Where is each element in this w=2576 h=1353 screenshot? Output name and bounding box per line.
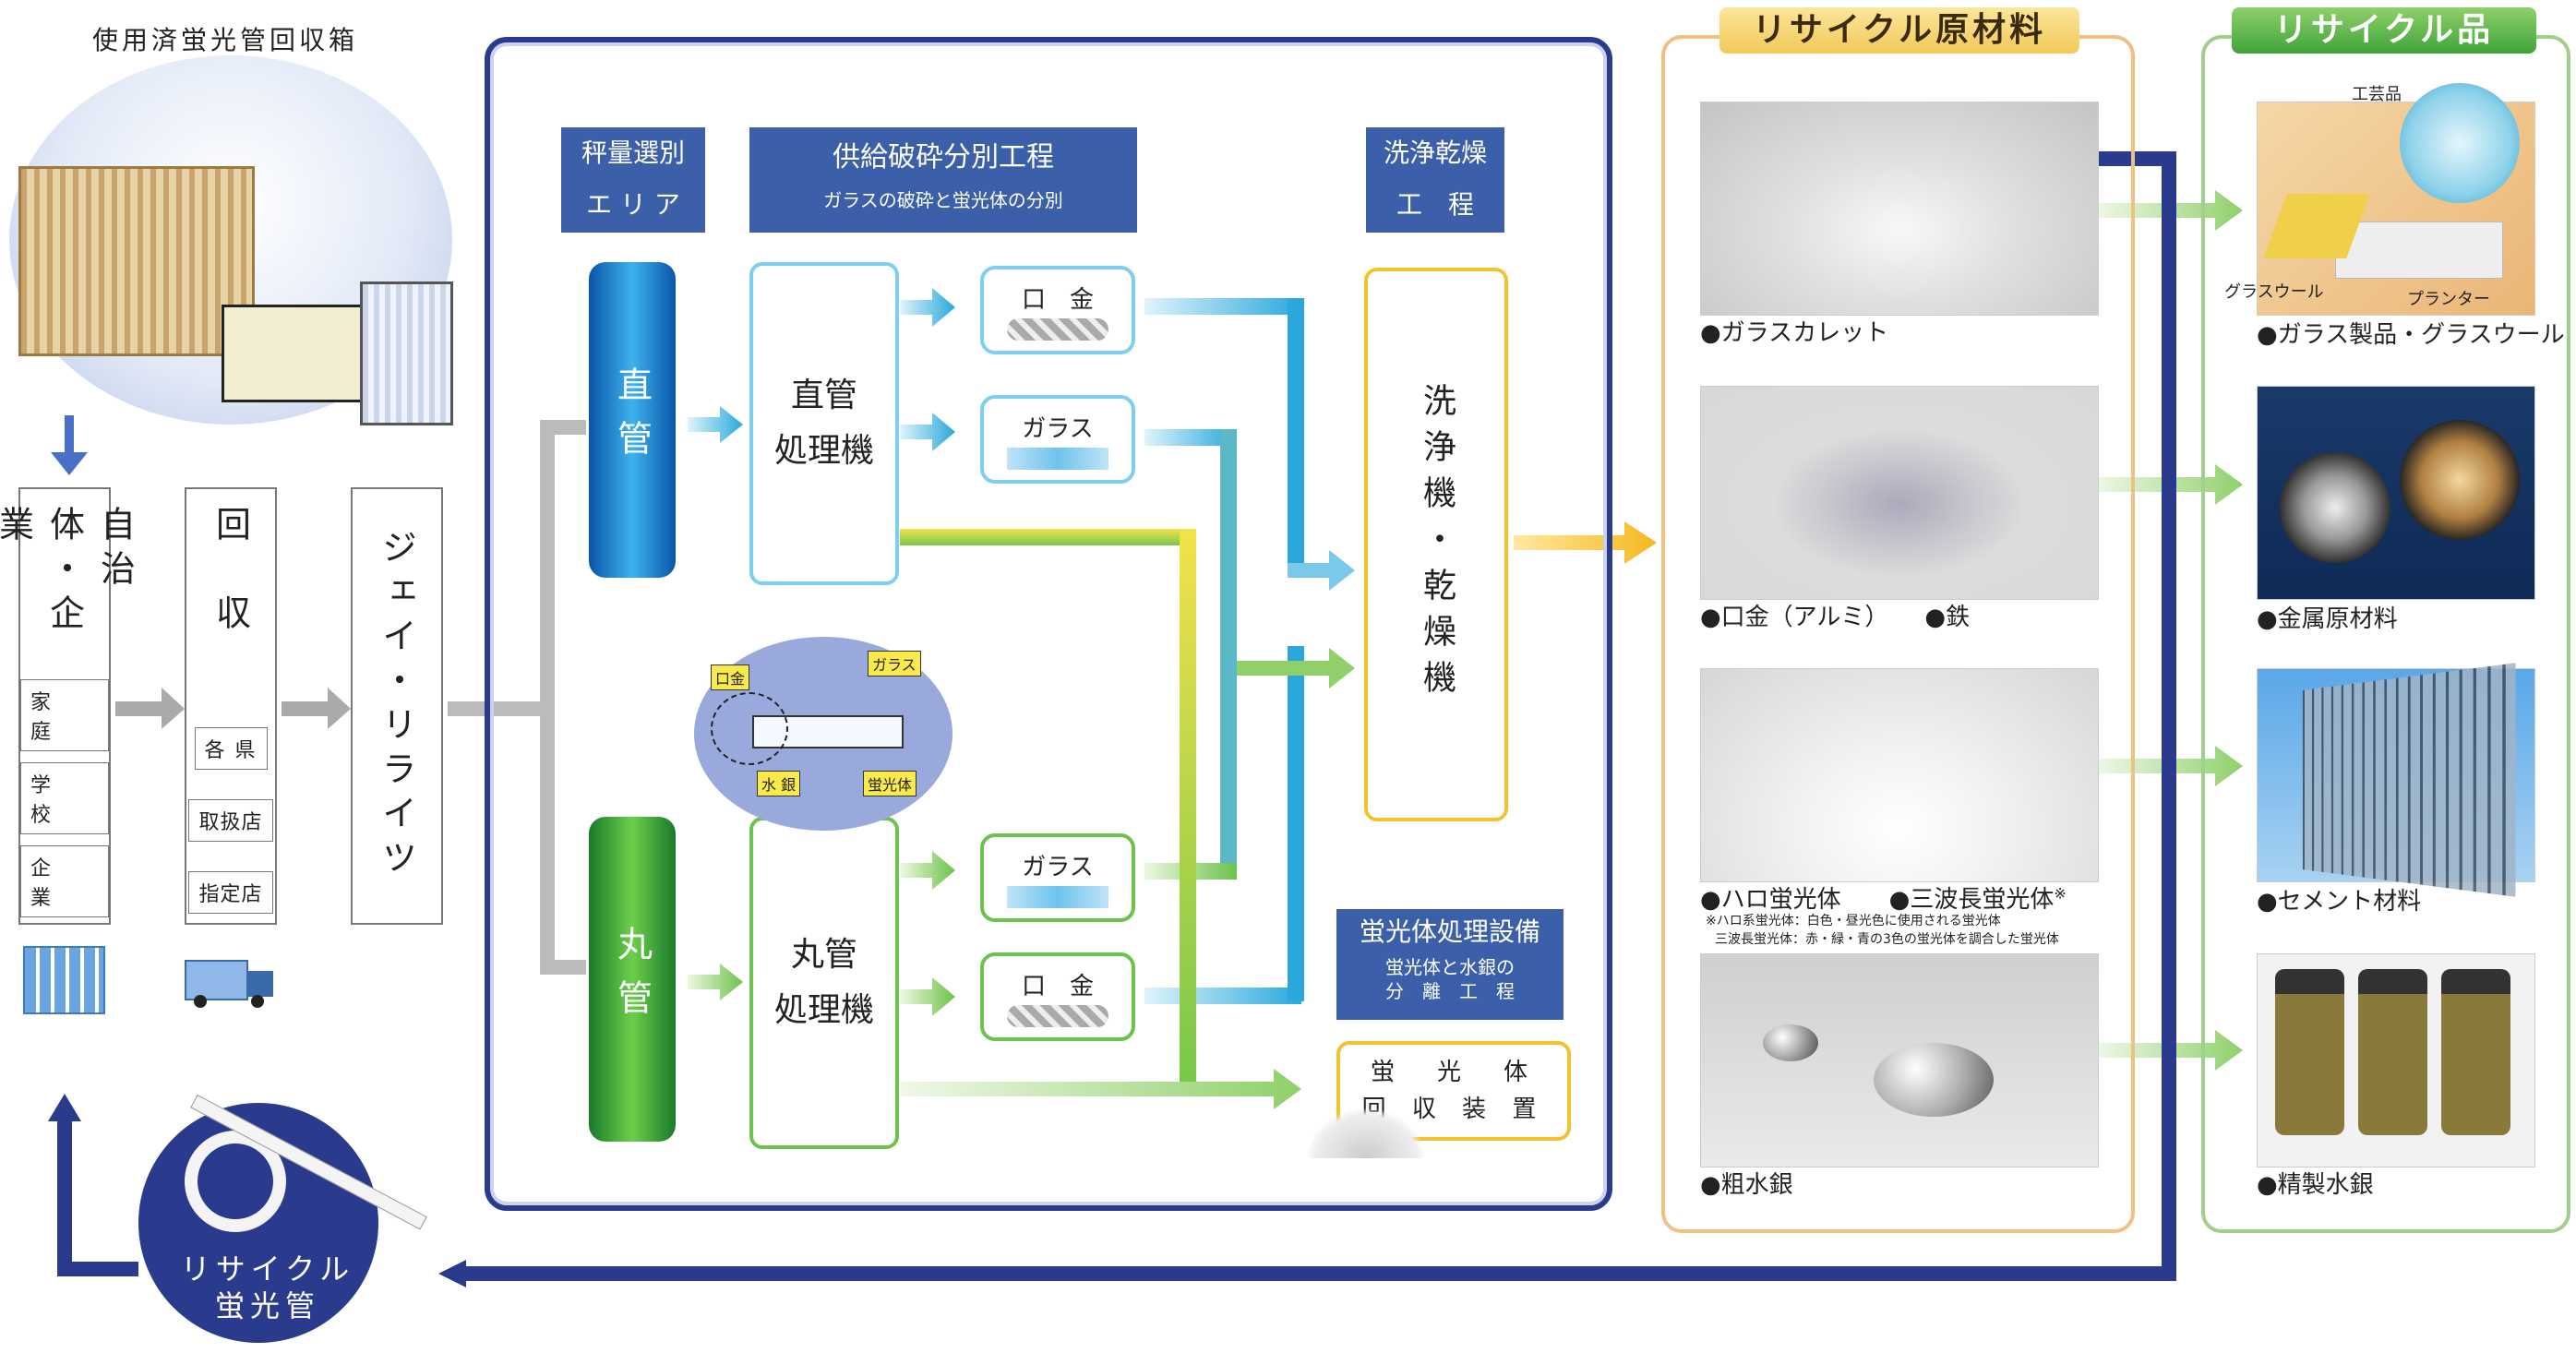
glass-cullet-photo — [1700, 102, 2099, 316]
cap-part-straight: 口 金 — [980, 266, 1135, 354]
wash-dry-header: 洗浄乾燥 工 程 — [1366, 127, 1504, 233]
source-item: 学 校 — [20, 762, 109, 834]
phosphor-facility-header: 蛍光体処理設備 蛍光体と水銀の 分 離 工 程 — [1336, 909, 1564, 1020]
recycled-tube-line2: 蛍光管 — [214, 1288, 320, 1323]
sort-header-line1: 秤量選別 — [581, 138, 685, 168]
diagram-label-phosphor: 蛍光体 — [863, 771, 917, 796]
product-label: ●金属原材料 — [2257, 605, 2398, 633]
straight-tube-label: 直管 — [611, 366, 653, 473]
sort-header-line2: エ リ ア — [586, 189, 680, 220]
straight-tube-machine: 直管 処理機 — [749, 262, 899, 585]
cap-label: 口 金 — [1021, 973, 1094, 1000]
glass-part-straight: ガラス — [980, 395, 1135, 484]
glass-part-round: ガラス — [980, 833, 1135, 922]
phosphor-powder-photo — [1700, 668, 2099, 882]
phosphor-powder-image — [1306, 1108, 1426, 1158]
diagram-label-mercury: 水 銀 — [757, 771, 801, 796]
round-tube-machine: 丸管 処理機 — [749, 817, 899, 1149]
bottle-image — [2275, 969, 2344, 1135]
round-machine-line2: 処理機 — [773, 991, 874, 1029]
glass-image — [1007, 886, 1108, 908]
tray-image — [222, 305, 365, 402]
material-label: ●ハロ蛍光体 ●三波長蛍光体※ — [1700, 880, 2067, 915]
collect-item: 各 県 — [194, 727, 268, 770]
material-label: ●粗水銀 — [1700, 1171, 1793, 1199]
glass-image — [1007, 448, 1108, 470]
material-label-text: ●ハロ蛍光体 ●三波長蛍光体 — [1700, 886, 2055, 914]
straight-machine-line2: 処理機 — [773, 432, 874, 470]
product-label: ●精製水銀 — [2257, 1171, 2374, 1199]
recycled-tube-label: リサイクル 蛍光管 — [175, 1251, 360, 1324]
photo-label-craft: 工芸品 — [2352, 85, 2402, 104]
mercury-drop-image — [1763, 1024, 1818, 1061]
tube-box-image — [360, 281, 453, 425]
straight-machine-line1: 直管 — [790, 377, 857, 414]
collect-label: 回 収 — [210, 506, 251, 639]
recycled-tube-line1: リサイクル — [180, 1251, 355, 1287]
wheel-image — [2400, 420, 2520, 540]
building-icon — [23, 946, 105, 1014]
collect-box: 回 収 各 県 取扱店 指定店 — [185, 487, 277, 925]
mercury-drop-image — [1874, 1043, 1994, 1117]
round-machine-line1: 丸管 — [790, 936, 857, 974]
planter-image — [2335, 222, 2503, 279]
glass-label: ガラス — [1022, 854, 1094, 881]
bottle-image — [2441, 969, 2510, 1135]
phosphor-facility-sub2: 分 離 工 程 — [1385, 980, 1515, 1002]
collection-box-title: 使用済蛍光管回収箱 — [92, 25, 359, 55]
crush-header-title: 供給破砕分別工程 — [833, 141, 1054, 174]
phosphor-note-1: ※ハロ系蛍光体：白色・昼光色に使用される蛍光体 — [1706, 914, 2001, 928]
wash-header-line2: 工 程 — [1396, 189, 1474, 220]
bottle-image — [2358, 969, 2427, 1135]
glass-label: ガラス — [1022, 415, 1094, 443]
collect-item: 指定店 — [188, 871, 273, 914]
cap-metal-photo — [1700, 386, 2099, 600]
building-image — [2302, 663, 2516, 897]
product-label: ●セメント材料 — [2257, 888, 2422, 916]
diagram-label-cap: 口金 — [711, 665, 750, 690]
washer-dryer-box: 洗浄機・乾燥機 — [1364, 268, 1508, 821]
material-label: ●ガラスカレット — [1700, 319, 1889, 347]
products-banner: リサイクル品 — [2232, 7, 2536, 54]
phosphor-recovery-line1: 蛍 光 体 — [1370, 1059, 1537, 1086]
phosphor-note-2: 三波長蛍光体：赤・緑・青の3色の蛍光体を調合した蛍光体 — [1715, 932, 2059, 947]
material-label: ●口金（アルミ） ●鉄 — [1700, 604, 1971, 631]
diagram-label-glass: ガラス — [868, 651, 921, 676]
wheel-image — [2280, 452, 2390, 563]
truck-icon — [185, 960, 277, 1008]
materials-banner: リサイクル原材料 — [1719, 7, 2079, 54]
crush-process-header: 供給破砕分別工程 ガラスの破砕と蛍光体の分別 — [749, 127, 1137, 233]
phosphor-facility-title: 蛍光体処理設備 — [1359, 916, 1540, 947]
washer-label: 洗浄機・乾燥機 — [1418, 383, 1456, 706]
straight-tube-bar: 直管 — [589, 262, 676, 578]
cap-part-round: 口 金 — [980, 952, 1135, 1041]
cap-label: 口 金 — [1021, 286, 1094, 314]
photo-label-wool: グラスウール — [2224, 282, 2324, 302]
round-tube-label: 丸管 — [611, 926, 653, 1033]
tube-cap-region — [711, 692, 788, 765]
wash-header-line1: 洗浄乾燥 — [1383, 138, 1487, 168]
cap-image — [1007, 318, 1108, 341]
collect-item: 取扱店 — [188, 799, 273, 842]
source-item: 家 庭 — [20, 679, 109, 751]
photo-label-planter: プランター — [2407, 290, 2490, 309]
product-label: ●ガラス製品・グラスウール — [2257, 321, 2565, 349]
source-item: 企 業 — [20, 845, 109, 917]
cap-image — [1007, 1005, 1108, 1027]
company-label: ジェイ・リライツ — [376, 529, 417, 883]
crush-header-sub: ガラスの破砕と蛍光体の分別 — [823, 189, 1063, 211]
craft-glass-image — [2400, 83, 2520, 203]
sort-area-header: 秤量選別 エ リ ア — [561, 127, 705, 233]
source-box: 自治体・企業 家 庭 学 校 企 業 — [0, 487, 136, 925]
company-box: ジェイ・リライツ — [351, 487, 443, 925]
crate-image — [18, 166, 255, 356]
source-label: 自治体・企業 — [0, 506, 136, 639]
phosphor-notes: ※ハロ系蛍光体：白色・昼光色に使用される蛍光体 三波長蛍光体：赤・緑・青の3色の… — [1706, 912, 2059, 949]
phosphor-facility-sub1: 蛍光体と水銀の — [1385, 956, 1515, 978]
round-tube-bar: 丸管 — [589, 817, 676, 1142]
process-frame — [485, 37, 1612, 1211]
note-mark: ※ — [2054, 884, 2067, 903]
